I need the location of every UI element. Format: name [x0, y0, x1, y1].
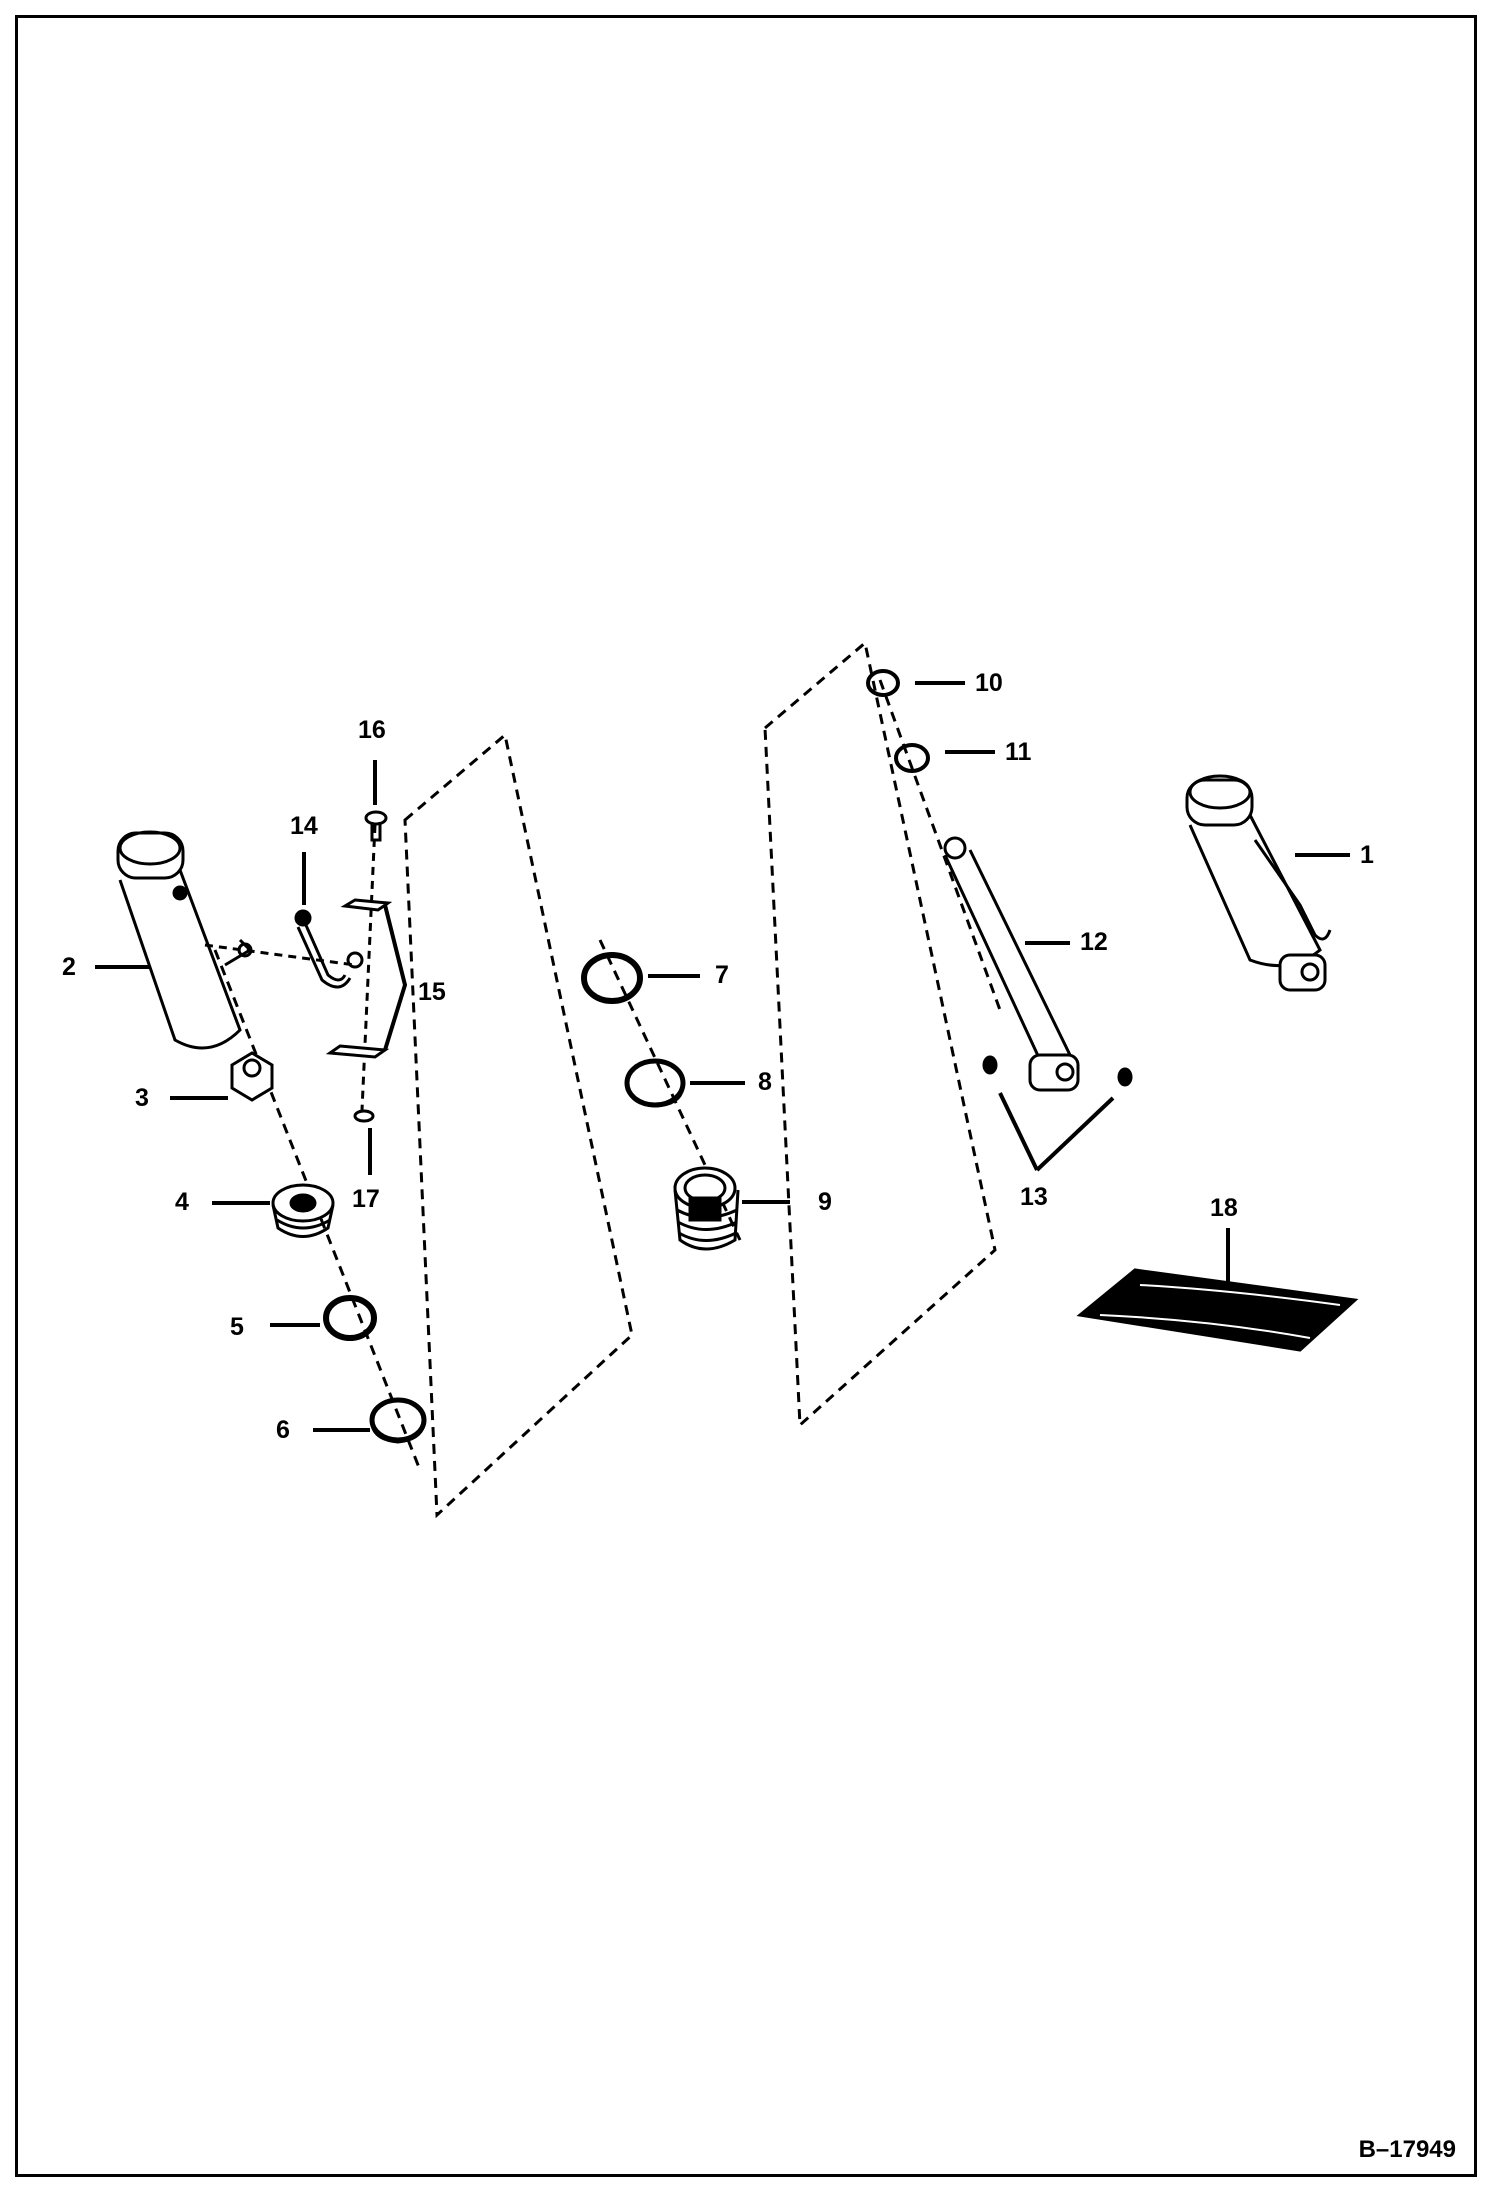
- callout-3: 3: [135, 1084, 149, 1112]
- callout-1: 1: [1360, 841, 1374, 869]
- barrel-part: [116, 830, 253, 1050]
- callout-2: 2: [62, 953, 76, 981]
- callout-15: 15: [418, 978, 446, 1006]
- rod-part: [943, 836, 1080, 1092]
- ring8-part: [624, 1058, 686, 1108]
- diagram-frame: [15, 15, 1477, 2177]
- callout-18: 18: [1210, 1194, 1238, 1222]
- callout-17: 17: [352, 1185, 380, 1213]
- bolt-part: [364, 810, 388, 842]
- assembly-box-left: [403, 732, 634, 1519]
- o-ring-part: [581, 952, 643, 1004]
- callout-7: 7: [715, 961, 729, 989]
- assembly-box-right: [763, 640, 997, 1429]
- callout-4: 4: [175, 1188, 189, 1216]
- seal-kit-part: [1076, 1268, 1359, 1352]
- callout-11: 11: [1005, 738, 1032, 766]
- leader-lines: [95, 681, 1350, 1432]
- wiper-part: [866, 669, 900, 697]
- ring-part: [369, 1397, 427, 1444]
- head-part: [673, 1166, 740, 1251]
- callout-9: 9: [818, 1188, 832, 1216]
- callout-14: 14: [290, 812, 318, 840]
- callout-16: 16: [358, 716, 386, 744]
- cylinder-part: [1185, 774, 1332, 992]
- callout-13: 13: [1020, 1183, 1048, 1211]
- callout-12: 12: [1080, 928, 1108, 956]
- callout-8: 8: [758, 1068, 772, 1096]
- figure-id: B–17949: [1358, 2136, 1456, 2163]
- nut-part: [230, 1051, 274, 1102]
- piston-part: [271, 1183, 335, 1238]
- callout-6: 6: [276, 1416, 290, 1444]
- callout-10: 10: [975, 669, 1003, 697]
- callout-5: 5: [230, 1313, 244, 1341]
- seal11-part: [894, 743, 930, 773]
- tube-part: [294, 909, 364, 989]
- seal-part: [323, 1295, 377, 1341]
